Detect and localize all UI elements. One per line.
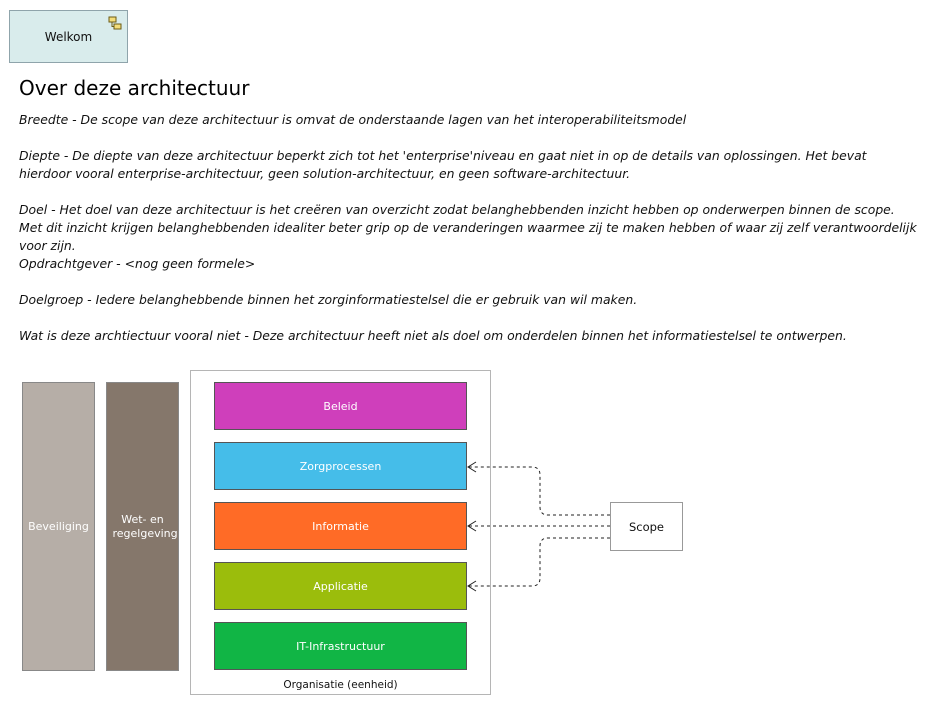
scope-label: Scope: [628, 519, 665, 534]
column-wet-en-regelgeving[interactable]: Wet- en regelgeving: [106, 382, 179, 671]
layer-it-infrastructuur[interactable]: IT-Infrastructuur: [214, 622, 467, 670]
welkom-view-box[interactable]: Welkom: [9, 10, 128, 63]
paragraph-breedte: Breedte - De scope van deze architectuur…: [19, 112, 687, 127]
layer-beleid-label: Beleid: [323, 399, 358, 413]
layer-beleid[interactable]: Beleid: [214, 382, 467, 430]
column-wet-en-regelgeving-label: Wet- en regelgeving: [112, 512, 178, 540]
paragraph-opdrachtgever: Opdrachtgever - <nog geen formele>: [19, 256, 256, 271]
scope-box[interactable]: Scope: [610, 502, 683, 551]
layer-it-infrastructuur-label: IT-Infrastructuur: [296, 639, 385, 653]
column-beveiliging[interactable]: Beveiliging: [22, 382, 95, 671]
arrowhead-applicatie: [467, 580, 477, 592]
arrowhead-zorgprocessen: [467, 461, 477, 473]
paragraph-doel: Doel - Het doel van deze architectuur is…: [19, 202, 917, 253]
layer-applicatie-label: Applicatie: [313, 579, 368, 593]
view-reference-icon: [108, 16, 122, 30]
connector-scope-zorgprocessen: [469, 466, 610, 516]
layer-zorgprocessen[interactable]: Zorgprocessen: [214, 442, 467, 490]
layer-applicatie[interactable]: Applicatie: [214, 562, 467, 610]
paragraph-niet: Wat is deze archtiectuur vooral niet - D…: [19, 328, 847, 343]
welkom-label: Welkom: [44, 29, 93, 44]
layer-informatie[interactable]: Informatie: [214, 502, 467, 550]
layer-zorgprocessen-label: Zorgprocessen: [299, 459, 382, 473]
connector-scope-applicatie: [469, 537, 610, 587]
organisatie-label: Organisatie (eenheid): [283, 679, 398, 691]
layer-informatie-label: Informatie: [312, 519, 369, 533]
paragraph-diepte: Diepte - De diepte van deze architectuur…: [19, 148, 867, 181]
page-title: Over deze architectuur: [19, 76, 250, 100]
paragraph-doelgroep: Doelgroep - Iedere belanghebbende binnen…: [19, 292, 638, 307]
arrowhead-informatie: [467, 520, 477, 532]
column-beveiliging-label: Beveiliging: [28, 519, 89, 533]
